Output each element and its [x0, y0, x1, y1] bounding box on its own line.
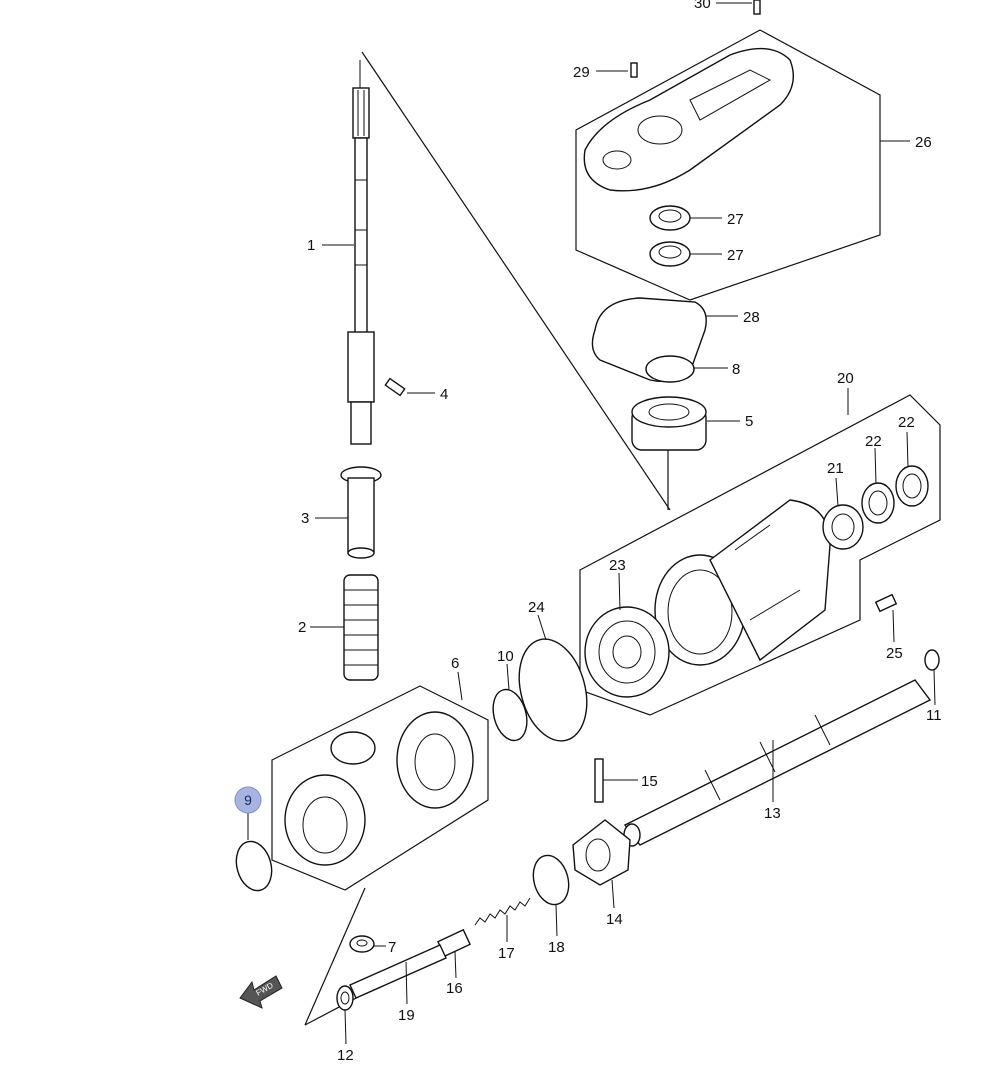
callout-6[interactable]: 6: [451, 655, 459, 672]
callout-5[interactable]: 5: [745, 413, 753, 430]
part-11-circlip[interactable]: [924, 649, 940, 671]
callout-10[interactable]: 10: [497, 648, 514, 665]
part-24-o-ring[interactable]: [509, 631, 598, 748]
callout-29[interactable]: 29: [573, 64, 590, 81]
callout-20[interactable]: 20: [837, 370, 854, 387]
part-15-pin[interactable]: [594, 758, 604, 803]
gear-group-outline: [271, 685, 489, 891]
part-27-oil-seal-lower[interactable]: [649, 241, 691, 267]
part-10-o-ring[interactable]: [488, 686, 532, 745]
callout-22a[interactable]: 22: [865, 433, 882, 450]
callout-30[interactable]: 30: [694, 0, 711, 12]
part-22-ring-b[interactable]: [895, 465, 929, 507]
housing-group-outline: [579, 394, 941, 716]
callout-26[interactable]: 26: [915, 134, 932, 151]
callout-25[interactable]: 25: [886, 645, 903, 662]
callout-16[interactable]: 16: [446, 980, 463, 997]
part-14-clutch[interactable]: [572, 819, 631, 886]
selected-callout-highlight[interactable]: [234, 786, 262, 814]
part-19-shift-rod[interactable]: [349, 944, 447, 999]
group-line: [361, 51, 671, 511]
part-7-nut[interactable]: [349, 935, 375, 953]
callout-18[interactable]: 18: [548, 939, 565, 956]
callout-4[interactable]: 4: [440, 386, 448, 403]
part-4-pin[interactable]: [384, 377, 406, 397]
part-18-ring[interactable]: [528, 851, 574, 908]
part-17-spring[interactable]: [474, 897, 531, 926]
callout-27a[interactable]: 27: [727, 211, 744, 228]
part-30-pin[interactable]: [753, 0, 761, 15]
callout-14[interactable]: 14: [606, 911, 623, 928]
callout-11[interactable]: 11: [926, 707, 942, 724]
part-21-bushing[interactable]: [822, 504, 864, 550]
callout-15[interactable]: 15: [641, 773, 658, 790]
part-1-drive-shaft[interactable]: [347, 60, 375, 445]
part-22-ring-a[interactable]: [861, 482, 895, 524]
part-8-o-ring[interactable]: [645, 355, 695, 383]
callout-1[interactable]: 1: [307, 237, 315, 254]
part-5-bearing[interactable]: [631, 396, 707, 451]
leader-lines: [247, 2, 936, 1045]
part-25-bolt[interactable]: [874, 593, 898, 613]
part-20-housing[interactable]: [654, 499, 831, 666]
callout-9[interactable]: 9: [244, 792, 252, 808]
part-12-washer[interactable]: [336, 985, 354, 1011]
callout-7[interactable]: 7: [388, 939, 396, 956]
callout-23[interactable]: 23: [609, 557, 626, 574]
callout-22b[interactable]: 22: [898, 414, 915, 431]
part-26-plate[interactable]: [583, 47, 794, 192]
callout-3[interactable]: 3: [301, 510, 309, 527]
callout-28[interactable]: 28: [743, 309, 760, 326]
callout-21[interactable]: 21: [827, 460, 844, 477]
part-3-sleeve[interactable]: [340, 466, 382, 559]
plate-group-outline: [575, 29, 881, 301]
callout-19[interactable]: 19: [398, 1007, 415, 1024]
callout-13[interactable]: 13: [764, 805, 781, 822]
callout-24[interactable]: 24: [528, 599, 545, 616]
part-9-shim[interactable]: [231, 837, 277, 894]
part-27-oil-seal-upper[interactable]: [649, 205, 691, 231]
part-29-pin[interactable]: [630, 62, 638, 78]
callout-8[interactable]: 8: [732, 361, 740, 378]
forward-arrow-icon: FWD: [239, 975, 283, 1009]
part-6-gear-set[interactable]: [284, 711, 474, 866]
callout-27b[interactable]: 27: [727, 247, 744, 264]
part-2-spring[interactable]: [343, 574, 379, 681]
callout-2[interactable]: 2: [298, 619, 306, 636]
callout-12[interactable]: 12: [337, 1047, 354, 1064]
part-23-bearing[interactable]: [584, 606, 670, 698]
callout-17[interactable]: 17: [498, 945, 515, 962]
